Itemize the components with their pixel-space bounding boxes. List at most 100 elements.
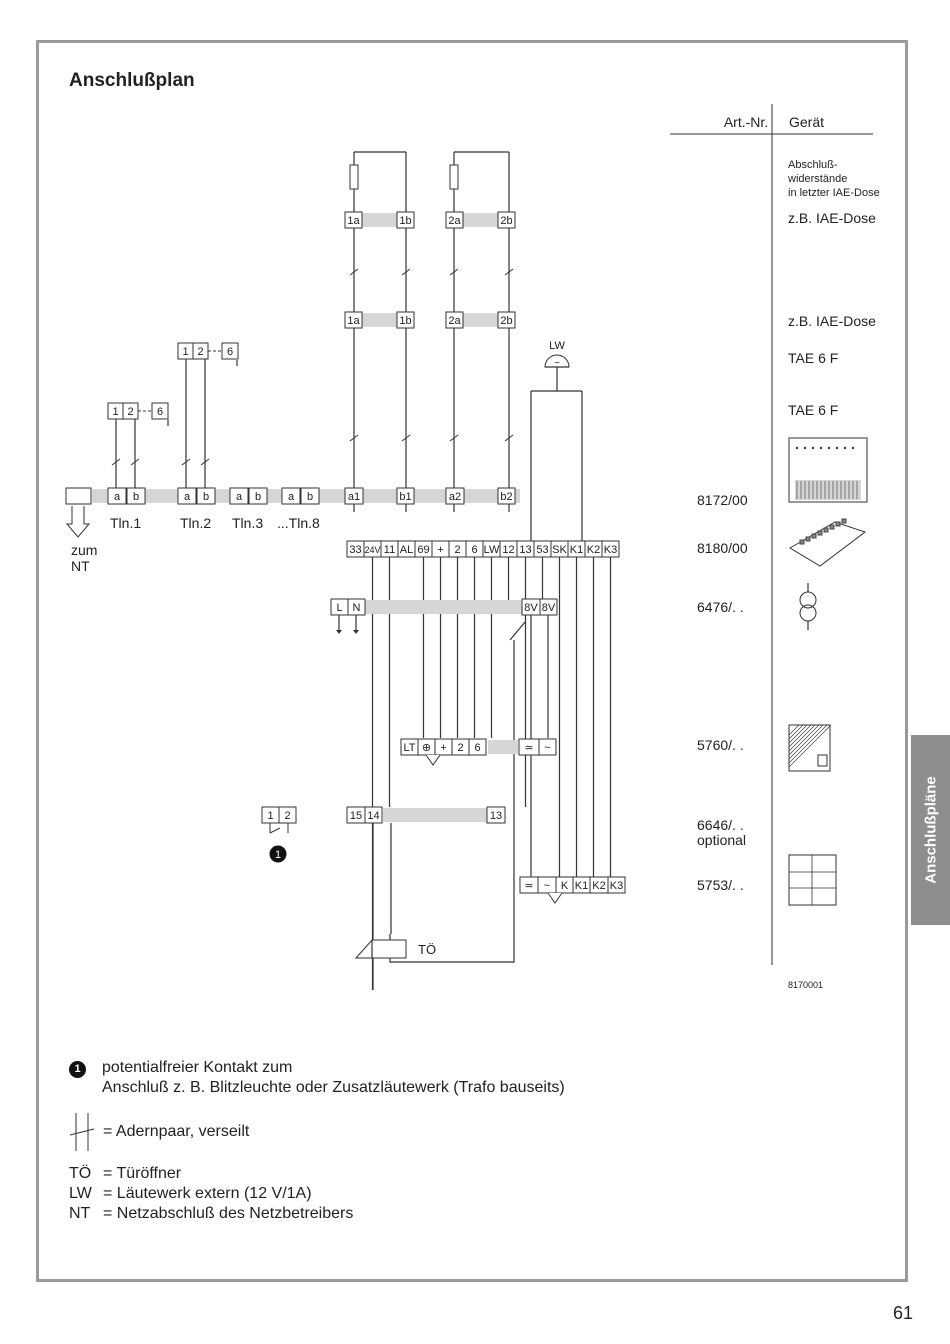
- twist-mark: [449, 268, 459, 276]
- marker-label: 1: [275, 849, 281, 861]
- device-5760-hatch: [788, 724, 800, 736]
- device-label-resistors: Abschluß-: [788, 159, 838, 171]
- terminal-label: 1a: [347, 315, 360, 327]
- terminal-label: 6: [227, 346, 233, 358]
- device-8180-chip: [805, 536, 811, 542]
- legend-abbr: TÖ: [69, 1165, 92, 1182]
- table-header-art: Art.-Nr.: [724, 114, 768, 130]
- terminal-label: 2b: [500, 215, 512, 227]
- terminal-label: 1b: [399, 215, 411, 227]
- terminal-label: 8V: [524, 602, 538, 614]
- terminal-label: 12: [502, 544, 514, 556]
- iae-bar: [463, 213, 498, 227]
- terminal-2b: [497, 311, 516, 329]
- article-number: 8180/00: [697, 540, 748, 556]
- tae-lower-t6: [151, 402, 169, 420]
- legend-row: NT= Netzabschluß des Netzbetreibers: [69, 1204, 353, 1224]
- device-label-tae-upper: TAE 6 F: [788, 350, 838, 366]
- reference-number: 8170001: [788, 980, 823, 990]
- terminal-label: b2: [500, 491, 512, 503]
- legend-text: = Türöffner: [103, 1165, 182, 1182]
- terminal-label: ≃: [524, 880, 533, 892]
- device-5760-hatch: [788, 724, 820, 756]
- twist-mark: [401, 268, 411, 276]
- terminal-label: 15: [350, 810, 362, 822]
- terminal-label: +: [440, 742, 446, 754]
- device-8172-led: [811, 446, 815, 450]
- iae-bar: [463, 313, 498, 327]
- terminal-label: 1: [267, 810, 273, 822]
- article-number: 6646/. .: [697, 817, 744, 833]
- device-8172-led: [851, 446, 855, 450]
- terminal-label: 1a: [347, 215, 360, 227]
- device-5760-button: [817, 754, 828, 767]
- page-frame: [36, 40, 908, 1282]
- device-5753-image: [788, 854, 837, 906]
- device-8180-chip: [823, 527, 829, 533]
- device-5760-hatch: [788, 724, 832, 768]
- module-5753-terminal: [607, 876, 626, 894]
- twist-mark: [504, 268, 514, 276]
- terminal-label: 1: [182, 346, 188, 358]
- device-label-resistors: in letzter IAE-Dose: [788, 187, 880, 199]
- terminal-label: K2: [592, 880, 605, 892]
- device-8180-chip: [799, 539, 805, 545]
- terminal-label: AL: [400, 544, 413, 556]
- twist-mark: [449, 434, 459, 442]
- terminal-label: K3: [604, 544, 617, 556]
- arrow-down-icon: [65, 506, 91, 538]
- bus-terminal-a: [229, 487, 249, 505]
- legend-note-line2: Anschluß z. B. Blitzleuchte oder Zusatzl…: [102, 1079, 565, 1096]
- terminal-label: a: [184, 491, 191, 503]
- terminal-label: K: [561, 880, 569, 892]
- device-5760-hatch: [788, 724, 816, 752]
- trafo-bus: [365, 600, 522, 614]
- terminal-label: a2: [449, 491, 461, 503]
- transformer-icon: [799, 604, 817, 622]
- terminal-label: b1: [399, 491, 411, 503]
- device-8172-led: [835, 446, 839, 450]
- door-opener-wire: [389, 640, 515, 963]
- terminal-label: 14: [367, 810, 379, 822]
- article-number: 8172/00: [697, 492, 748, 508]
- subscriber-label: Tln.3: [232, 515, 263, 531]
- terminal-label: 33: [349, 544, 361, 556]
- contact-bus: [383, 808, 487, 822]
- terminal-label: b: [203, 491, 209, 503]
- table-header-device: Gerät: [789, 114, 824, 130]
- legend-note-line1: potentialfreier Kontakt zum: [102, 1059, 293, 1076]
- device-8172-led: [803, 446, 807, 450]
- contact-terminal-13: [486, 806, 506, 824]
- terminal-label: 6: [157, 406, 163, 418]
- terminal-label: 2: [197, 346, 203, 358]
- legend-abbreviations: TÖ = Türöffner LW = Läutewerk extern (12 V…: [69, 1164, 353, 1224]
- legend-abbr: LW: [69, 1185, 92, 1202]
- device-8180-chip: [817, 530, 823, 536]
- module-5760-terminal: [468, 738, 487, 756]
- terminal-label: K1: [575, 880, 588, 892]
- wire: [509, 621, 526, 641]
- bell-label: LW: [549, 340, 565, 352]
- terminal-label: a1: [348, 491, 360, 503]
- transformer-icon: [799, 591, 817, 609]
- bell-icon: [544, 354, 570, 368]
- twist-mark: [349, 434, 359, 442]
- legend-text: = Läutewerk extern (12 V/1A): [103, 1185, 312, 1202]
- device-8172-led: [843, 446, 847, 450]
- terminal-label: 2: [457, 742, 463, 754]
- device-8180-chip: [829, 524, 835, 530]
- terminal-label: 2: [127, 406, 133, 418]
- terminal-label: 2a: [448, 315, 461, 327]
- ground-arrow-icon: [336, 630, 342, 634]
- terminal-label: 11: [384, 544, 395, 556]
- device-8180-chip: [811, 533, 817, 539]
- article-number: 6476/. .: [697, 599, 744, 615]
- terminal-label: 6: [474, 742, 480, 754]
- terminal-label: ≃: [524, 742, 533, 754]
- terminal-label: 2b: [500, 315, 512, 327]
- terminal-label: 2a: [448, 215, 461, 227]
- terminal-label: 24V: [364, 545, 380, 555]
- door-opener-label: TÖ: [418, 942, 436, 957]
- module-5760-connector: [425, 754, 441, 766]
